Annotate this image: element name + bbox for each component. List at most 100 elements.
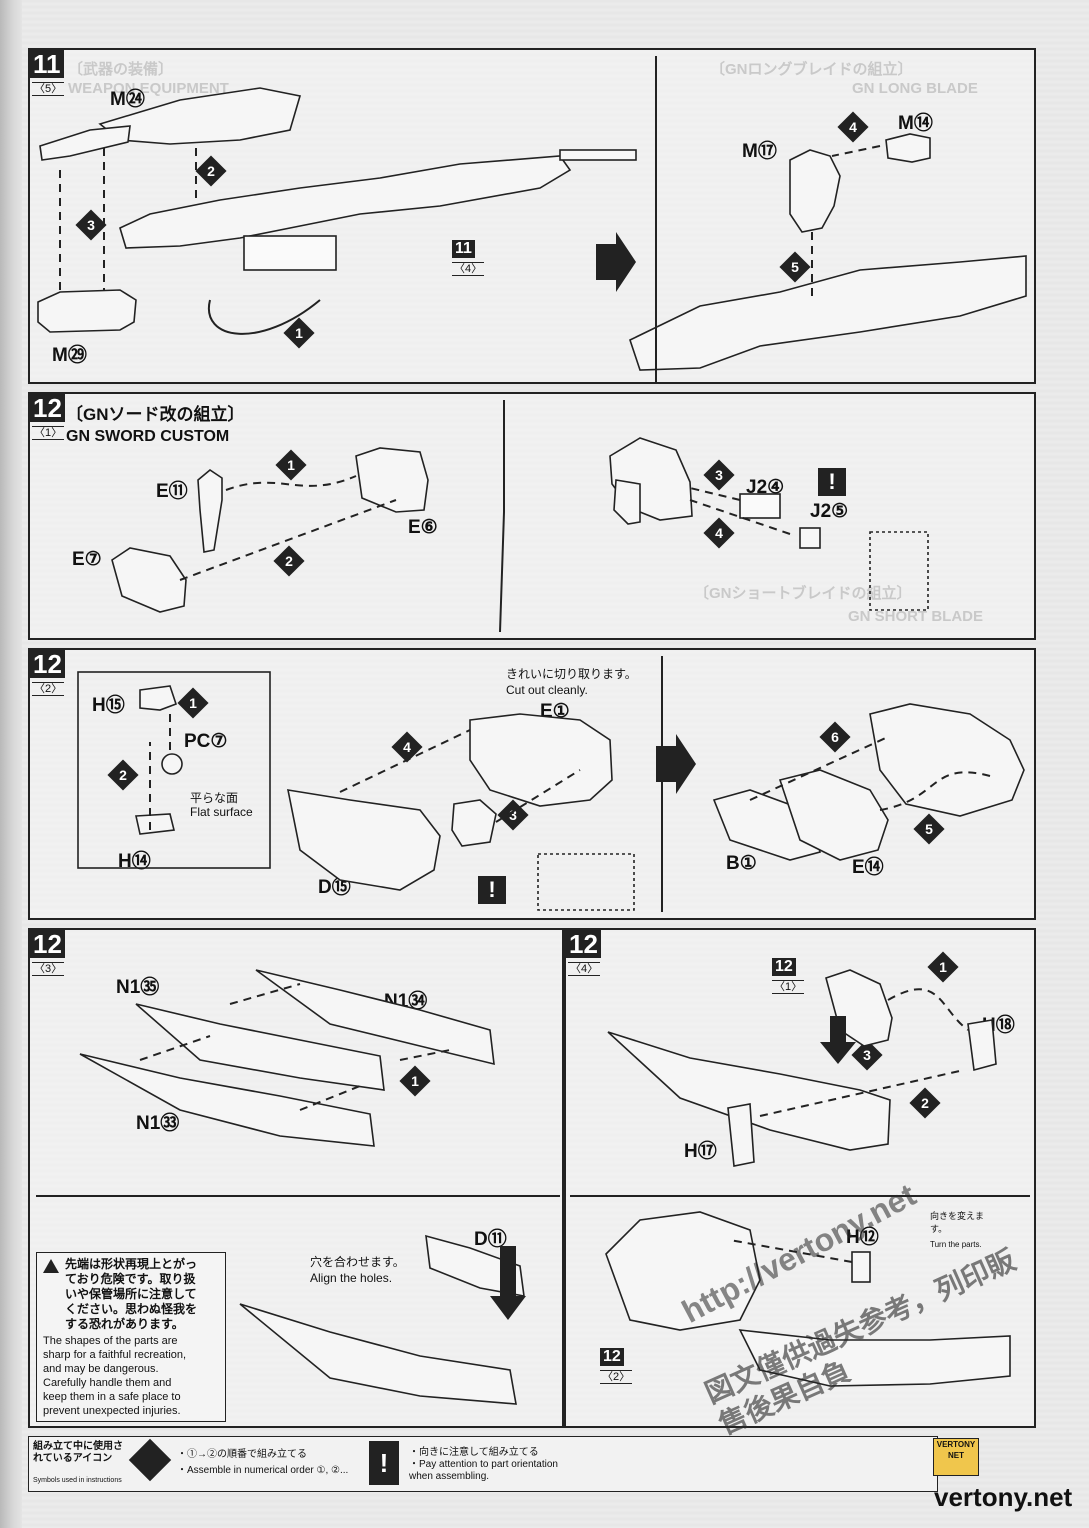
sword-assembled <box>607 1031 891 1151</box>
step-number: 12 <box>566 930 601 958</box>
part-h14-shape <box>135 813 175 835</box>
ghost-title-en-right: GN LONG BLADE <box>852 80 978 97</box>
caution-line-en: keep them in a safe place to <box>43 1391 181 1403</box>
substep-label: 〈2〉 <box>32 682 65 696</box>
step-number: 11 <box>30 50 64 78</box>
ref-step-number: 12 <box>772 958 796 976</box>
big-transition-arrow <box>596 232 636 292</box>
big-transition-arrow <box>656 734 696 794</box>
caution-line-en: Carefully handle them and <box>43 1377 172 1389</box>
part-h15: H⑮ <box>92 695 125 716</box>
rifle-body <box>119 155 572 249</box>
ghost-title-jp: 〔武器の装備〕 <box>68 61 174 78</box>
assembly-guide-line <box>495 769 581 823</box>
part-pc7-shape <box>161 753 183 775</box>
substep-label: 〈3〉 <box>32 962 65 976</box>
caution-line-jp: いや保管場所に注意して <box>65 1287 197 1301</box>
part-m29: M㉙ <box>52 345 87 366</box>
caution-line-en: The shapes of the parts are <box>43 1335 178 1347</box>
caution-line-jp: 先端は形状再現上とがっ <box>65 1257 198 1271</box>
hinge-part <box>451 799 497 847</box>
ghost-title-jp: 〔GNショートブレイドの組立〕 <box>694 585 912 602</box>
orientation-warning-icon: ! <box>818 468 846 496</box>
inset-box <box>77 671 271 869</box>
assembly-guide-line <box>831 145 881 157</box>
part-n133: N1㉝ <box>136 1113 180 1134</box>
part-e6-shape <box>355 447 429 513</box>
assembly-guide-line <box>179 499 397 581</box>
part-h18-shape <box>967 1019 997 1072</box>
assembly-guide-line <box>299 1085 361 1111</box>
watermark-badge: VERTONY NET <box>933 1438 979 1476</box>
detail-callout <box>537 853 635 911</box>
part-h17: H⑰ <box>684 1141 717 1162</box>
section-title-jp: 〔GNソード改の組立〕 <box>66 405 245 424</box>
assembly-guide-line <box>139 1035 211 1061</box>
assembly-guide-line <box>225 475 357 491</box>
rifle-barrel <box>559 149 637 161</box>
part-m24-shape <box>98 87 302 145</box>
assembly-guide-line <box>399 1049 451 1061</box>
divider-line <box>499 400 505 633</box>
part-h17-shape <box>727 1103 755 1167</box>
part-n135: N1㉟ <box>116 977 160 998</box>
legend-number-text-en: ・Assemble in numerical order ①, ②... <box>177 1465 349 1476</box>
assembly-guide-line <box>749 735 891 801</box>
book-spine <box>0 0 22 1528</box>
rotate-arrow <box>207 299 321 335</box>
part-m24-tip <box>39 125 131 161</box>
part-h15-shape <box>139 685 178 711</box>
part-e11: E⑪ <box>156 481 188 502</box>
part-m24: M㉔ <box>110 89 145 110</box>
legend-warning-text-jp: ・向きに注意して組み立てる <box>409 1447 539 1458</box>
part-j25-shape <box>799 527 821 549</box>
part-d15-shape <box>286 789 441 891</box>
flat-surface-note-jp: 平らな面 <box>190 791 239 805</box>
caution-line-en: sharp for a faithful recreation, <box>43 1349 187 1361</box>
long-blade-assembly <box>629 255 1027 371</box>
part-n135-shape <box>135 1003 385 1091</box>
substep-label: 〈4〉 <box>568 962 601 976</box>
turn-note-jp: 向きを変えます。 <box>930 1211 985 1234</box>
cut-note-jp: きれいに切り取ります。 <box>506 667 637 681</box>
part-d11: D⑪ <box>474 1229 507 1250</box>
push-arrow <box>820 1016 856 1064</box>
caution-line-jp: ており危険です。取り扱 <box>65 1272 196 1286</box>
detail-callout <box>869 531 929 611</box>
part-b1: B① <box>726 853 757 874</box>
legend-title-jp: 組み立て中に使用されているアイコン <box>33 1441 123 1464</box>
part-j24: J2④ <box>746 477 785 498</box>
part-n134-shape <box>255 969 495 1066</box>
ref-step-number: 11 <box>452 240 475 258</box>
caution-box: 先端は形状再現上とがっており危険です。取り扱いや保管場所に注意してください。思わ… <box>36 1252 226 1422</box>
sword-housing-right <box>869 703 1025 817</box>
part-e6: E⑥ <box>408 517 438 538</box>
section-title-en: GN SWORD CUSTOM <box>66 428 230 445</box>
blade-final <box>738 1329 1011 1387</box>
ref-substep-2: 〈2〉 <box>600 1370 633 1384</box>
assembly-guide-line <box>729 1239 853 1263</box>
assembly-guide-line <box>879 771 991 811</box>
panel-step-12-1 <box>28 392 1036 640</box>
ref-substep: 〈1〉 <box>772 980 805 994</box>
clear-part <box>243 235 337 271</box>
watermark-footer: vertony.net <box>934 1482 1073 1512</box>
part-m17-shape <box>789 149 841 233</box>
substep-label: 〈5〉 <box>32 82 65 96</box>
step-number: 12 <box>30 930 65 958</box>
part-h12-shape <box>851 1251 871 1283</box>
part-d15: D⑮ <box>318 877 351 898</box>
substep-label: 〈1〉 <box>32 426 65 440</box>
sword-handle <box>613 479 641 525</box>
part-e11-shape <box>197 469 223 553</box>
assembly-guide-line <box>229 983 301 1005</box>
caution-line-jp: ください。思わぬ怪我を <box>65 1302 198 1316</box>
caution-text-en: The shapes of the parts are sharp for a f… <box>43 1334 219 1418</box>
ghost-title-en: GN SHORT BLADE <box>848 608 983 625</box>
legend-title-en: Symbols used in instructions <box>33 1477 122 1484</box>
align-note-en: Align the holes. <box>310 1271 393 1285</box>
caution-line-en: prevent unexpected injuries. <box>43 1405 181 1417</box>
assembly-guide-line <box>689 499 791 535</box>
